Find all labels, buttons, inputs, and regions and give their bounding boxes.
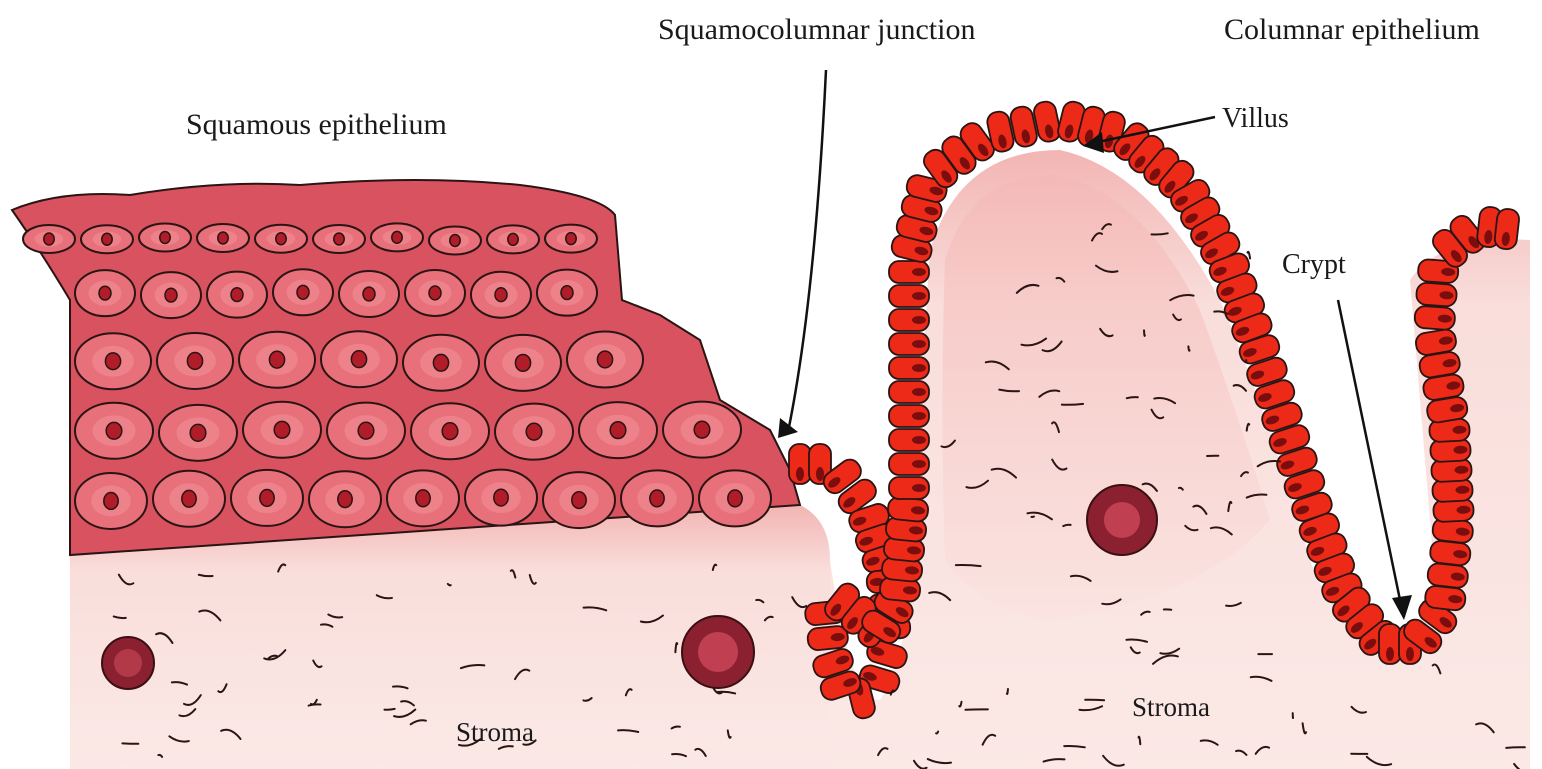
stroma-fiber	[1188, 346, 1189, 350]
label-villus: Villus	[1222, 103, 1289, 134]
squamous-nucleus	[334, 233, 344, 245]
squamous-nucleus	[190, 424, 206, 441]
stroma-fiber	[1144, 330, 1145, 336]
columnar-cell	[1427, 562, 1469, 588]
squamous-nucleus	[358, 422, 374, 439]
columnar-cell	[889, 453, 929, 475]
blood-vessel-villus	[1087, 485, 1157, 555]
squamous-nucleus	[276, 233, 286, 245]
squamous-nucleus	[450, 235, 460, 247]
squamous-nucleus	[416, 490, 430, 507]
stroma-fiber	[1248, 252, 1251, 259]
squamous-nucleus	[363, 287, 375, 301]
columnar-cell	[1429, 540, 1471, 566]
stroma-fiber	[1127, 397, 1138, 398]
squamous-nucleus	[351, 351, 366, 368]
squamous-nucleus	[182, 490, 196, 507]
squamous-nucleus	[105, 353, 120, 370]
columnar-cell	[889, 357, 929, 379]
stroma-fiber	[1007, 689, 1008, 694]
blood-vessel-mid	[682, 616, 754, 688]
columnar-cell	[1494, 208, 1520, 250]
columnar-cell	[1416, 282, 1457, 307]
blood-vessel-left	[102, 637, 154, 689]
columnar-cell	[789, 444, 811, 484]
columnar-cell	[887, 496, 929, 522]
squamous-nucleus	[597, 351, 612, 368]
squamous-nucleus	[269, 351, 284, 368]
squamous-nucleus	[160, 231, 170, 243]
squamous-nucleus	[610, 422, 626, 439]
stroma-fiber	[1062, 404, 1083, 405]
squamous-nucleus	[561, 286, 573, 300]
junction-arrow	[778, 70, 826, 438]
squamous-nucleus	[44, 233, 54, 245]
squamous-nucleus	[104, 493, 118, 510]
squamous-nucleus	[508, 233, 518, 245]
squamous-nucleus	[260, 490, 274, 507]
squamous-nucleus	[515, 354, 530, 371]
squamous-nucleus	[495, 288, 507, 302]
squamous-nucleus	[494, 489, 508, 506]
label-crypt: Crypt	[1282, 249, 1346, 280]
squamous-nucleus	[338, 491, 352, 508]
columnar-cell	[889, 285, 929, 307]
squamous-nucleus	[694, 421, 710, 438]
squamous-nucleus	[433, 354, 448, 371]
stroma-fiber	[1085, 700, 1104, 701]
squamous-nucleus	[297, 285, 309, 299]
squamous-nucleus	[99, 286, 111, 300]
label-stroma-left: Stroma	[456, 717, 534, 747]
squamous-nucleus	[106, 422, 122, 439]
squamous-nucleus	[187, 353, 202, 370]
label-columnar-epithelium: Columnar epithelium	[1224, 13, 1480, 46]
columnar-cell	[889, 477, 929, 499]
squamous-nucleus	[572, 492, 586, 509]
squamous-nucleus	[566, 233, 576, 245]
columnar-cell	[889, 309, 929, 331]
squamous-nucleus	[728, 490, 742, 507]
columnar-cell	[889, 261, 929, 283]
columnar-cell	[1379, 624, 1401, 664]
squamous-nucleus	[526, 423, 542, 440]
squamous-nucleus	[650, 490, 664, 507]
columnar-cell	[1414, 306, 1455, 331]
stroma-fiber	[384, 709, 394, 710]
squamous-nucleus	[429, 286, 441, 300]
stroma-fiber	[956, 565, 981, 566]
label-squamocolumnar-junction: Squamocolumnar junction	[658, 13, 975, 46]
label-squamous-epithelium: Squamous epithelium	[186, 108, 447, 141]
columnar-cell	[889, 429, 929, 451]
squamous-nucleus	[274, 421, 290, 438]
squamous-nucleus	[231, 288, 243, 302]
squamous-epithelium-block	[12, 180, 800, 555]
squamous-nucleus	[442, 423, 458, 440]
stroma-fiber	[1506, 747, 1525, 748]
label-stroma-right: Stroma	[1132, 692, 1210, 722]
columnar-cell	[889, 333, 929, 355]
squamous-nucleus	[392, 231, 402, 243]
columnar-cell	[889, 405, 929, 427]
columnar-cell	[807, 625, 849, 651]
columnar-cell	[889, 381, 929, 403]
squamous-nucleus	[165, 288, 177, 302]
squamous-nucleus	[218, 232, 228, 244]
columnar-cell	[1424, 585, 1466, 611]
squamous-nucleus	[102, 233, 112, 245]
